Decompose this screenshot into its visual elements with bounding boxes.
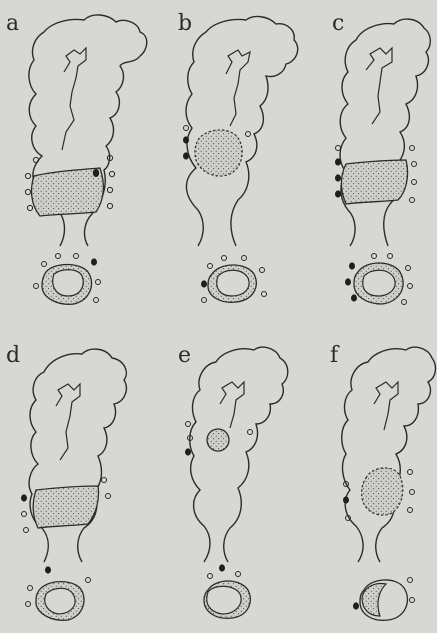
panel-label-d: d — [6, 343, 20, 368]
stippled-mass-d — [33, 486, 98, 528]
stippled-mass-e — [207, 429, 229, 451]
stippled-mass-b — [195, 130, 242, 176]
inner-duct-e — [220, 382, 244, 428]
cross-section-c — [345, 254, 413, 305]
organ-outline-e — [190, 347, 288, 562]
inner-duct-c — [366, 48, 392, 124]
panel-f: f — [330, 343, 435, 620]
panel-a: a — [6, 11, 147, 304]
panel-d: d — [6, 343, 126, 620]
organ-outline-b — [186, 17, 298, 246]
panel-label-a: a — [6, 11, 19, 36]
panel-label-c: c — [332, 11, 344, 36]
stippled-mass-f — [362, 468, 403, 515]
cross-section-b — [201, 256, 267, 303]
panel-label-f: f — [330, 343, 340, 368]
dark-dot-a — [93, 169, 99, 177]
stippled-mass-c — [342, 160, 408, 204]
inner-duct-a — [62, 48, 86, 150]
panel-label-b: b — [178, 11, 192, 36]
inner-duct-b — [226, 50, 250, 126]
panel-label-e: e — [178, 343, 191, 368]
stippled-mass-a — [32, 168, 104, 216]
panel-e: e — [178, 343, 288, 618]
organ-outline-d — [29, 349, 126, 562]
inner-duct-f — [374, 382, 398, 430]
organ-outline-f — [342, 347, 436, 562]
cross-section-e — [204, 564, 250, 618]
cross-section-d — [26, 566, 91, 620]
panel-c: c — [332, 11, 430, 305]
cross-section-a — [34, 254, 101, 305]
inner-duct-d — [56, 384, 80, 460]
panel-b: b — [178, 11, 298, 303]
cross-section-f — [353, 578, 415, 621]
